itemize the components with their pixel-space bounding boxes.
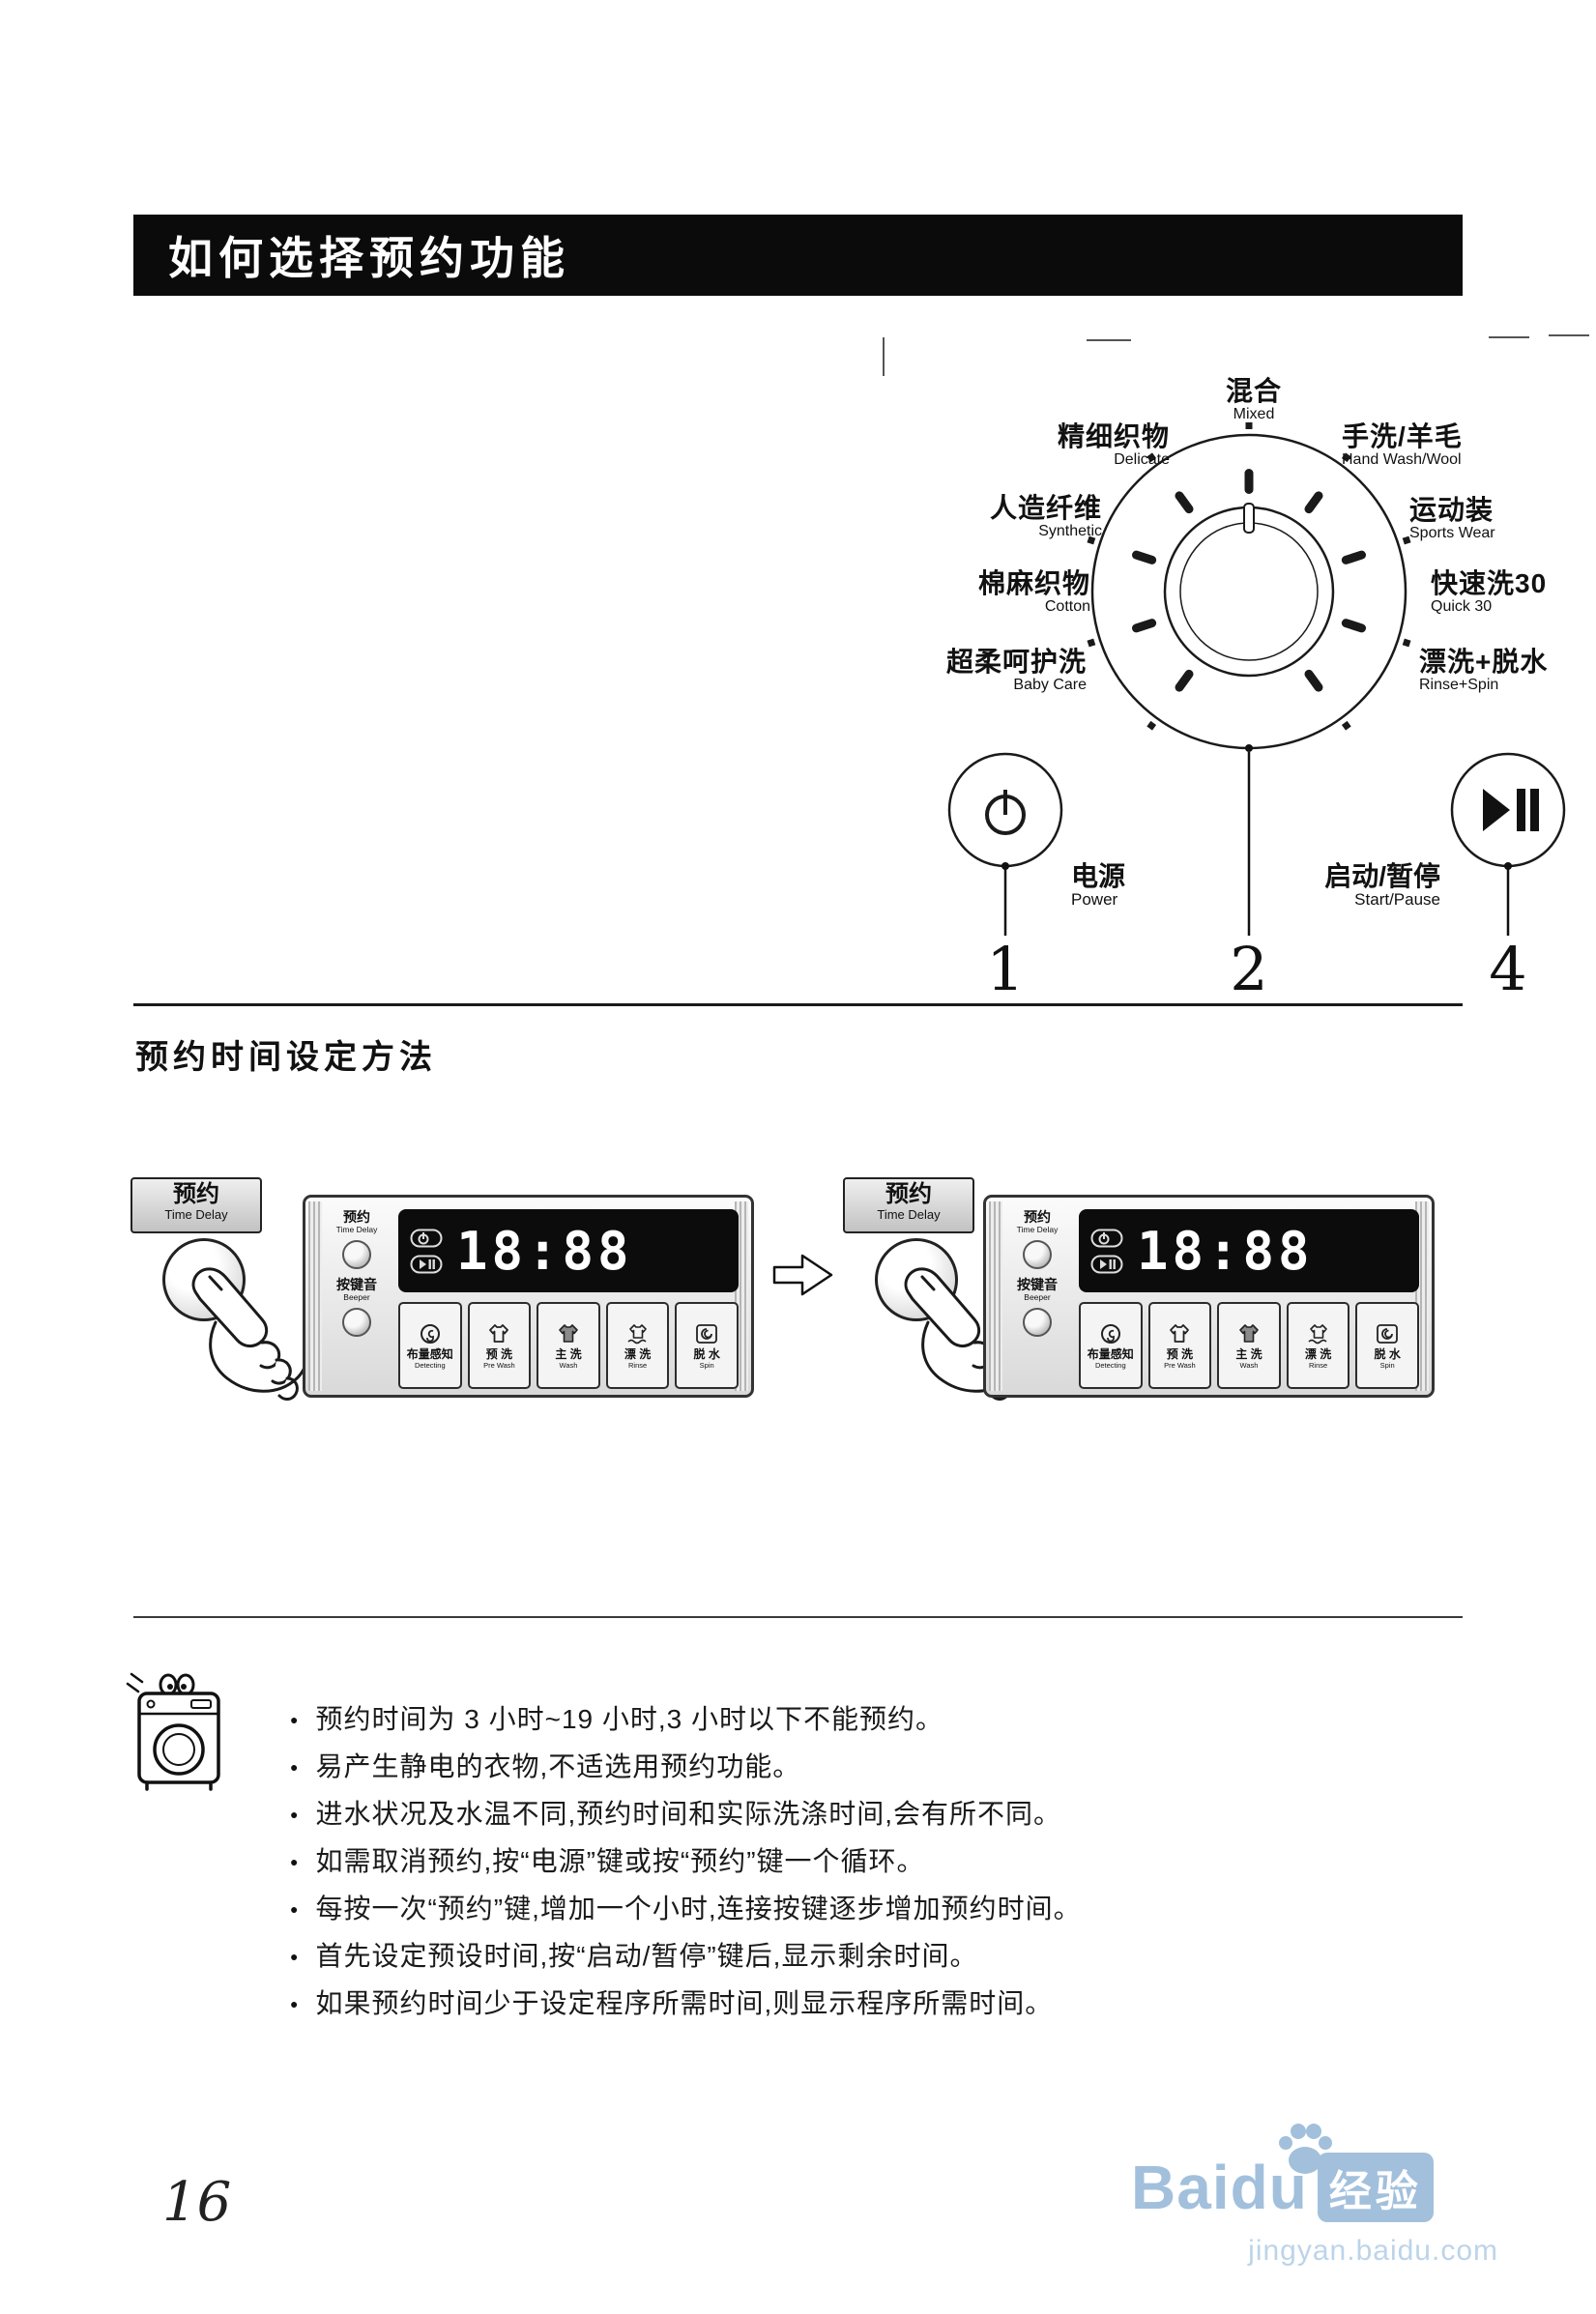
program-label-delicate: 精细织物 Delicate bbox=[1057, 421, 1170, 469]
display-digits: 18:88 bbox=[1137, 1220, 1314, 1282]
detecting-icon bbox=[1100, 1323, 1120, 1344]
time-delay-label: 预约 Time Delay bbox=[335, 1209, 378, 1234]
pre-wash-button: 预 洗 Pre Wash bbox=[1147, 1302, 1212, 1389]
program-label-baby-care: 超柔呵护洗 Baby Care bbox=[945, 647, 1087, 694]
display-digits: 18:88 bbox=[456, 1220, 633, 1282]
spin-button: 脱 水 Spin bbox=[1355, 1302, 1419, 1389]
detecting-button: 布量感知 Detecting bbox=[398, 1302, 462, 1389]
program-label-mixed: 混合 Mixed bbox=[1225, 376, 1282, 423]
note-item: 首先设定预设时间,按“启动/暂停”键后,显示剩余时间。 bbox=[290, 1938, 977, 1975]
note-item: 进水状况及水温不同,预约时间和实际洗涤时间,会有所不同。 bbox=[290, 1796, 1061, 1833]
baidu-paw-icon bbox=[1279, 2124, 1332, 2174]
section-header-bar: 如何选择预约功能 bbox=[133, 215, 1463, 296]
wash-shirt-icon bbox=[559, 1323, 578, 1343]
note-item: 易产生静电的衣物,不适选用预约功能。 bbox=[290, 1749, 800, 1785]
time-delay-key-label: 预约 Time Delay bbox=[131, 1177, 262, 1233]
play-pause-indicator-icon bbox=[1090, 1255, 1123, 1273]
display-panel-illustration: 预约 Time Delay 按键音 Beeper bbox=[983, 1195, 1435, 1398]
divider bbox=[133, 1003, 1463, 1006]
watermark-url: jingyan.baidu.com bbox=[1248, 2235, 1498, 2267]
baidu-wordmark: Baidu bbox=[1131, 2153, 1308, 2222]
washing-machine-icon bbox=[126, 1672, 220, 1791]
time-delay-round-button bbox=[342, 1240, 371, 1269]
display-indicators bbox=[1090, 1229, 1123, 1274]
power-label: 电源 Power bbox=[1071, 861, 1126, 910]
start-pause-button-drawing bbox=[1450, 752, 1566, 868]
panel-rib bbox=[989, 1201, 1002, 1391]
rinse-button: 漂 洗 Rinse bbox=[605, 1302, 670, 1389]
pressing-hand-icon bbox=[191, 1267, 309, 1401]
page-number: 16 bbox=[162, 2171, 232, 2234]
program-label-quick30: 快速洗30 Quick 30 bbox=[1431, 568, 1548, 616]
pre-wash-shirt-icon bbox=[489, 1323, 509, 1343]
panel-left-controls: 预约 Time Delay 按键音 Beeper bbox=[321, 1209, 392, 1345]
note-item: 如需取消预约,按“电源”键或按“预约”键一个循环。 bbox=[290, 1843, 925, 1880]
beeper-label: 按键音 Beeper bbox=[1017, 1277, 1058, 1302]
time-delay-key-label: 预约 Time Delay bbox=[843, 1177, 974, 1233]
section-title: 预约时间设定方法 bbox=[135, 1039, 437, 1076]
knob-indicator bbox=[1243, 503, 1255, 534]
led-display: 18:88 bbox=[1079, 1209, 1419, 1292]
program-label-handwash-wool: 手洗/羊毛 Hand Wash/Wool bbox=[1342, 421, 1463, 469]
dial-drawing bbox=[883, 334, 1589, 936]
pre-wash-shirt-icon bbox=[1170, 1323, 1190, 1343]
divider bbox=[133, 1616, 1463, 1618]
beeper-round-button bbox=[342, 1308, 371, 1337]
led-display: 18:88 bbox=[398, 1209, 739, 1292]
time-delay-round-button bbox=[1023, 1240, 1052, 1269]
rinse-icon bbox=[627, 1323, 647, 1344]
panel-button-row: 布量感知 Detecting 预 洗 Pre Wash 主 洗 Wash bbox=[1079, 1302, 1419, 1389]
spin-icon bbox=[696, 1323, 718, 1344]
detecting-button: 布量感知 Detecting bbox=[1079, 1302, 1143, 1389]
beeper-round-button bbox=[1023, 1308, 1052, 1337]
panel-rib bbox=[308, 1201, 322, 1391]
dial-ticks bbox=[1087, 422, 1411, 731]
display-indicators bbox=[410, 1229, 443, 1274]
rinse-icon bbox=[1308, 1323, 1327, 1344]
rinse-button: 漂 洗 Rinse bbox=[1286, 1302, 1350, 1389]
program-label-cotton: 棉麻织物 Cotton bbox=[977, 568, 1090, 616]
watermark-brand-row: Baidu 经验 bbox=[1131, 2152, 1498, 2223]
beeper-label: 按键音 Beeper bbox=[336, 1277, 377, 1302]
wash-button: 主 洗 Wash bbox=[1217, 1302, 1281, 1389]
callout-2: 2 bbox=[1230, 934, 1268, 1004]
program-label-rinse-spin: 漂洗+脱水 Rinse+Spin bbox=[1419, 647, 1549, 694]
wash-button: 主 洗 Wash bbox=[537, 1302, 600, 1389]
note-item: 如果预约时间少于设定程序所需时间,则显示程序所需时间。 bbox=[290, 1985, 1053, 2022]
power-button-drawing bbox=[947, 752, 1063, 868]
play-pause-icon bbox=[1483, 789, 1539, 831]
callout-4: 4 bbox=[1489, 934, 1527, 1004]
program-label-synthetic: 人造纤维 Synthetic bbox=[989, 493, 1102, 540]
jingyan-badge: 经验 bbox=[1317, 2153, 1434, 2222]
program-label-sports-wear: 运动装 Sports Wear bbox=[1409, 495, 1495, 542]
time-delay-button-drawing bbox=[875, 1238, 958, 1321]
pre-wash-button: 预 洗 Pre Wash bbox=[467, 1302, 532, 1389]
wash-shirt-icon bbox=[1239, 1323, 1259, 1343]
note-item: 预约时间为 3 小时~19 小时,3 小时以下不能预约。 bbox=[290, 1701, 943, 1738]
power-indicator-icon bbox=[1090, 1229, 1123, 1247]
step-arrow-icon bbox=[772, 1254, 833, 1296]
panel-left-controls: 预约 Time Delay 按键音 Beeper bbox=[1001, 1209, 1073, 1345]
note-item: 每按一次“预约”键,增加一个小时,连接按键逐步增加预约时间。 bbox=[290, 1891, 1082, 1927]
page-title: 如何选择预约功能 bbox=[168, 233, 570, 283]
spin-button: 脱 水 Spin bbox=[675, 1302, 739, 1389]
detecting-icon bbox=[420, 1323, 440, 1344]
play-pause-indicator-icon bbox=[410, 1255, 443, 1273]
spin-icon bbox=[1377, 1323, 1399, 1344]
callout-1: 1 bbox=[986, 934, 1025, 1004]
callout-lines bbox=[1001, 744, 1512, 936]
time-delay-label: 预约 Time Delay bbox=[1016, 1209, 1059, 1234]
power-indicator-icon bbox=[410, 1229, 443, 1247]
display-panel-illustration: 预约 Time Delay 按键音 Beeper bbox=[303, 1195, 754, 1398]
panel-button-row: 布量感知 Detecting 预 洗 Pre Wash 主 洗 Wash bbox=[398, 1302, 739, 1389]
start-pause-label: 启动/暂停 Start/Pause bbox=[1324, 861, 1440, 910]
